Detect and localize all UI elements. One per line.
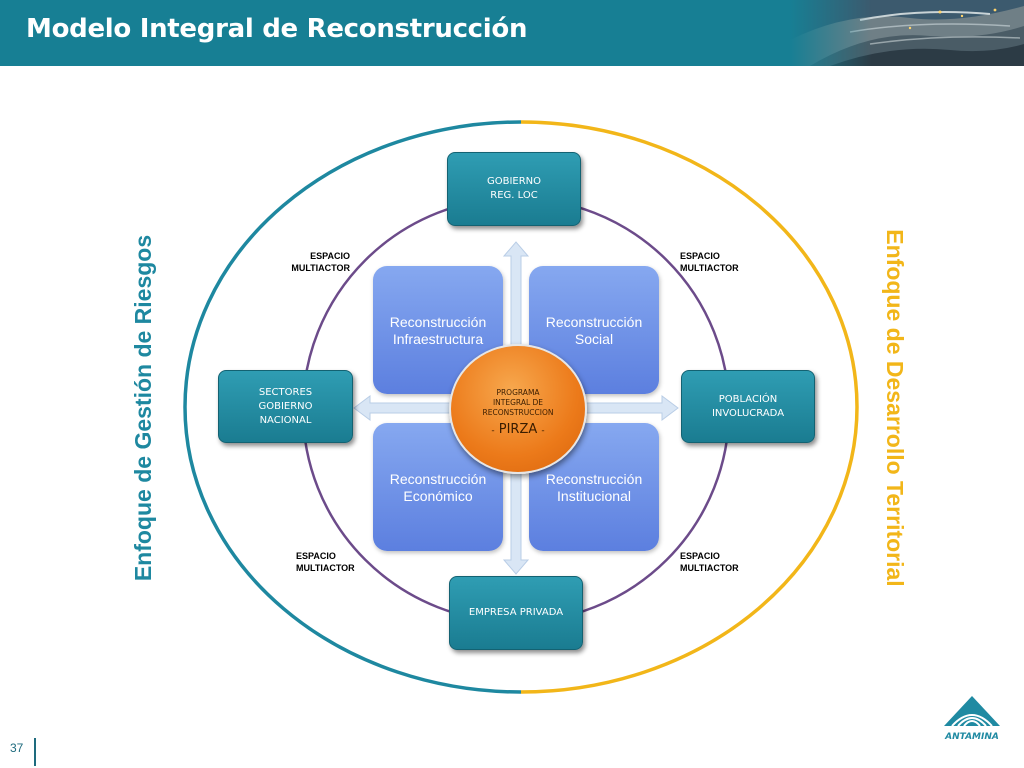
side-label-gestion-riesgos: Enfoque de Gestión de Riesgos xyxy=(130,234,156,582)
box-line: SECTORES xyxy=(258,386,313,398)
side-label-desarrollo-territorial: Enfoque de Desarrollo Territorial xyxy=(882,229,908,587)
center-acronym-row: - PIRZA - xyxy=(451,422,585,437)
espacio-line: ESPACIO xyxy=(296,551,336,561)
quadrant-line: Institucional xyxy=(557,488,631,504)
box-line: GOBIERNO xyxy=(258,400,313,412)
header-bar: Modelo Integral de Reconstrucción xyxy=(0,0,1024,66)
quadrant-economico: Reconstrucción Económico xyxy=(373,423,503,551)
box-line: INVOLUCRADA xyxy=(711,407,785,419)
center-dash-left: - xyxy=(491,426,495,436)
box-line: NACIONAL xyxy=(259,414,312,426)
center-dash-right: - xyxy=(541,426,545,436)
espacio-line: MULTIACTOR xyxy=(680,563,739,573)
center-acronym: PIRZA xyxy=(498,422,538,437)
espacio-line: ESPACIO xyxy=(680,551,720,561)
quadrant-line: Reconstrucción xyxy=(545,471,643,487)
espacio-line: ESPACIO xyxy=(310,251,350,261)
page-number-divider xyxy=(34,738,36,766)
logo-text: ANTAMINA xyxy=(944,732,999,742)
quadrant-line: Infraestructura xyxy=(392,331,484,347)
espacio-line: ESPACIO xyxy=(680,251,720,261)
quadrant-line: Reconstrucción xyxy=(389,471,487,487)
quadrant-line: Social xyxy=(574,331,614,347)
page-number: 37 xyxy=(10,741,24,755)
espacio-line: MULTIACTOR xyxy=(296,563,355,573)
outer-ellipse-right-arc xyxy=(520,120,859,694)
box-line: EMPRESA PRIVADA xyxy=(468,607,564,618)
center-line: INTEGRAL DE xyxy=(492,398,544,407)
pirza-center-circle: PROGRAMA INTEGRAL DE RECONSTRUCCION - PI… xyxy=(449,344,587,474)
box-line: POBLACIÓN xyxy=(718,393,778,405)
box-sectores-gobierno: SECTORES GOBIERNO NACIONAL xyxy=(218,370,353,443)
quadrant-line: Económico xyxy=(403,488,473,504)
espacio-label-top-right: ESPACIO MULTIACTOR xyxy=(680,250,739,274)
espacio-label-bottom-left: ESPACIO MULTIACTOR xyxy=(296,550,355,574)
espacio-label-bottom-right: ESPACIO MULTIACTOR xyxy=(680,550,739,574)
box-line: REG. LOC xyxy=(490,190,538,201)
espacio-line: MULTIACTOR xyxy=(291,263,350,273)
quadrant-line: Reconstrucción xyxy=(545,314,643,330)
quadrant-line: Reconstrucción xyxy=(389,314,487,330)
outer-ellipse-left-arc xyxy=(183,120,522,694)
box-poblacion: POBLACIÓN INVOLUCRADA xyxy=(681,370,815,443)
mine-landscape-photo-icon xyxy=(790,0,1024,66)
box-line: GOBIERNO xyxy=(486,176,542,187)
center-line: RECONSTRUCCION xyxy=(482,408,554,417)
espacio-label-top-left: ESPACIO MULTIACTOR xyxy=(284,250,350,274)
espacio-line: MULTIACTOR xyxy=(680,263,739,273)
box-empresa-privada: EMPRESA PRIVADA xyxy=(449,576,583,650)
page-title: Modelo Integral de Reconstrucción xyxy=(26,14,528,44)
center-line: PROGRAMA xyxy=(496,388,540,397)
box-gobierno-regional: GOBIERNO REG. LOC xyxy=(447,152,581,226)
antamina-logo-icon: ANTAMINA xyxy=(944,696,1000,742)
